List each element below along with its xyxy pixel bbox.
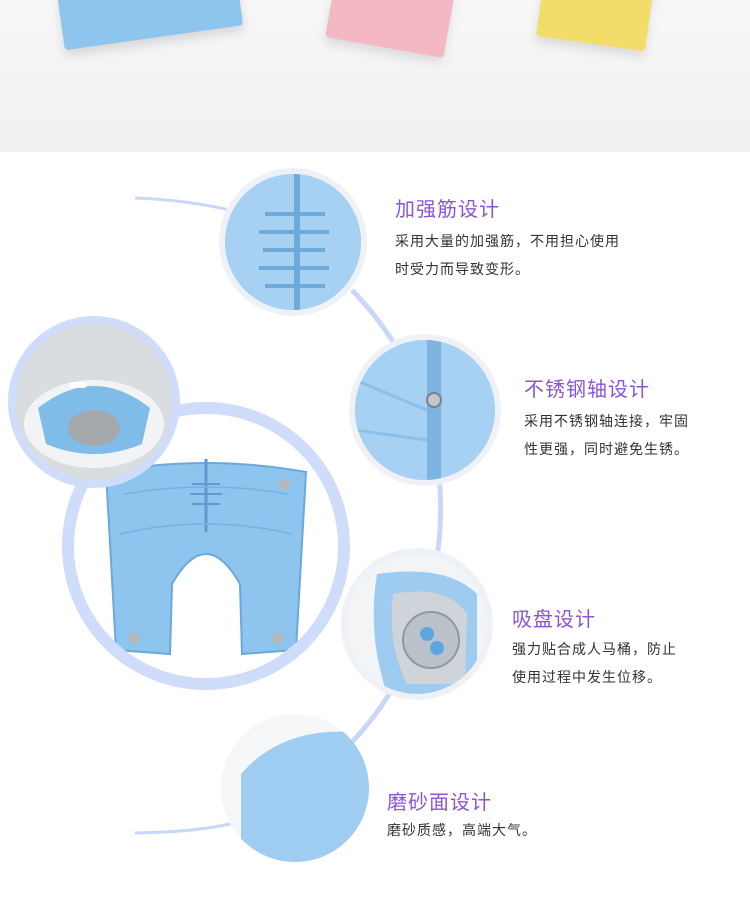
feature-frosted: 磨砂面设计 磨砂质感，高端大气。 [387, 786, 537, 845]
feature-shaft: 不锈钢轴设计 采用不锈钢轴连接，牢固 性更强，同时避免生锈。 [524, 373, 689, 464]
feature-title: 不锈钢轴设计 [524, 377, 650, 401]
feature-description: 使用过程中发生位移。 [512, 670, 662, 686]
feature-title: 磨砂面设计 [387, 790, 492, 814]
feature-description: 强力贴合成人马桶，防止 [512, 642, 677, 658]
product-banner [0, 0, 750, 152]
feature-description: 性更强，同时避免生锈。 [524, 442, 689, 458]
ribs-detail-circle [219, 168, 367, 316]
feature-suction: 吸盘设计 强力贴合成人马桶，防止 使用过程中发生位移。 [512, 603, 677, 692]
feature-title: 加强筋设计 [395, 197, 500, 221]
feature-ribs: 加强筋设计 采用大量的加强筋，不用担心使用 时受力而导致变形。 [395, 193, 620, 284]
feature-description: 磨砂质感，高端大气。 [387, 823, 537, 839]
feature-description: 采用不锈钢轴连接，牢固 [524, 414, 689, 430]
frosted-detail-circle [221, 714, 369, 862]
toilet-photo-circle [8, 316, 180, 488]
feature-description: 时受力而导致变形。 [395, 262, 530, 278]
feature-title: 吸盘设计 [512, 607, 596, 631]
feature-description: 采用大量的加强筋，不用担心使用 [395, 234, 620, 250]
shaft-detail-circle [349, 334, 501, 486]
suction-detail-circle [341, 548, 493, 700]
